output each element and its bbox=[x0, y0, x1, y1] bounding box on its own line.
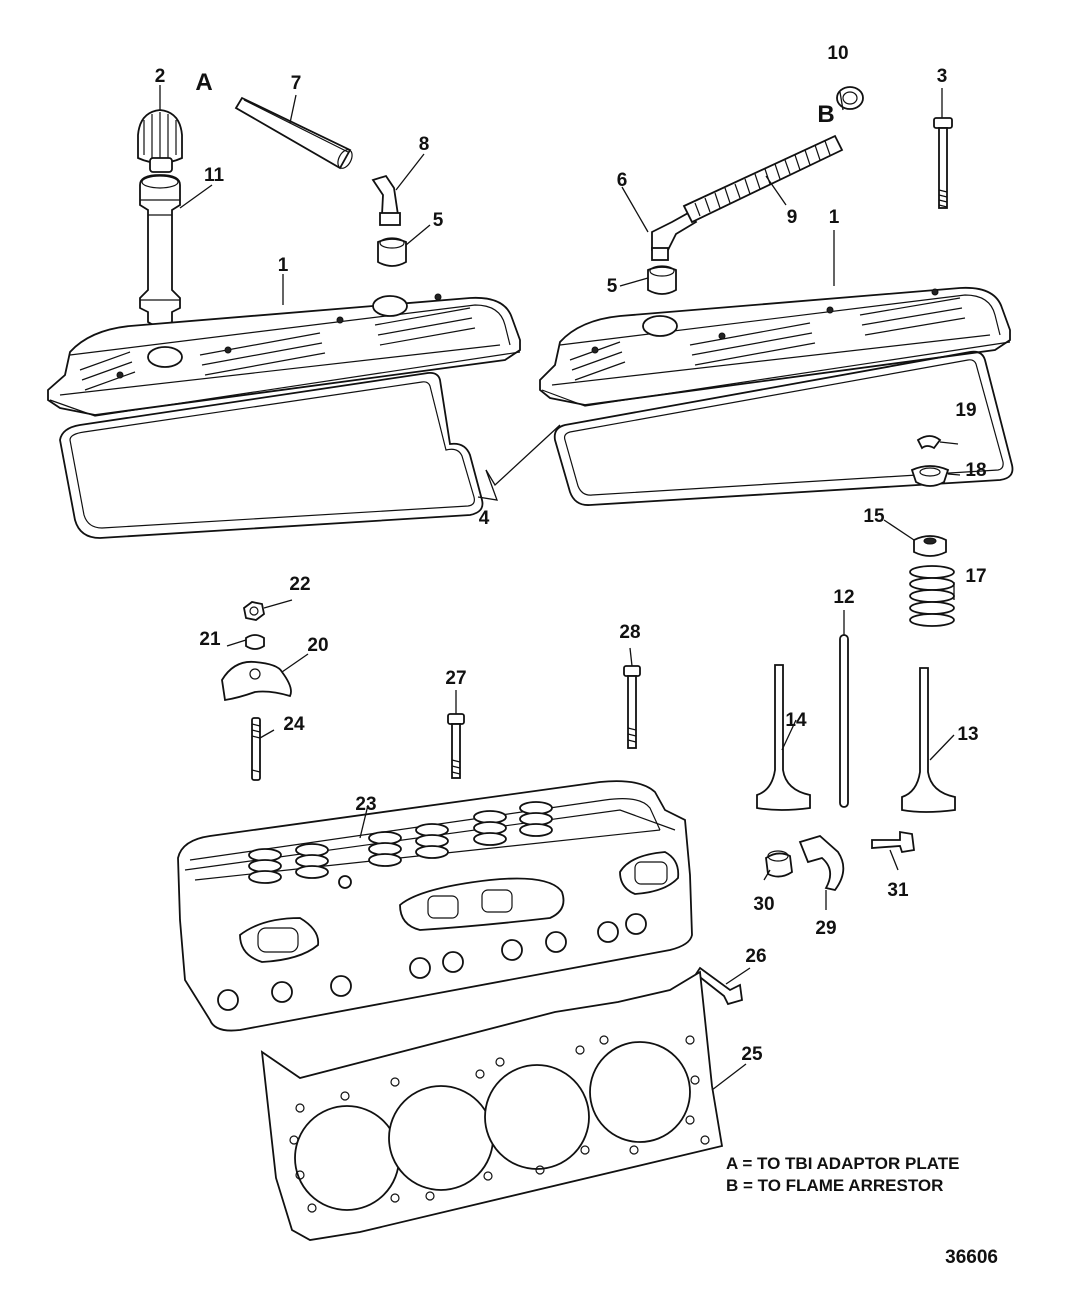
rocker-cover-left bbox=[47, 293, 521, 417]
valve-spring-cap bbox=[910, 465, 950, 487]
callout-27: 27 bbox=[445, 668, 466, 689]
guide-plate-bolt bbox=[871, 830, 916, 854]
head-bolt-short bbox=[447, 713, 465, 779]
callout-7: 7 bbox=[291, 73, 302, 94]
callout-20: 20 bbox=[307, 635, 328, 656]
hose-clamp bbox=[836, 86, 864, 110]
rocker-arm-stud bbox=[251, 717, 261, 781]
callout-30: 30 bbox=[753, 894, 774, 915]
callout-5-left: 5 bbox=[433, 210, 444, 231]
legend-line-b: B = TO FLAME ARRESTOR bbox=[726, 1176, 943, 1195]
callout-1-left: 1 bbox=[278, 255, 289, 276]
oil-seal bbox=[913, 535, 947, 557]
valve-lock bbox=[916, 435, 942, 450]
elbow-fitting bbox=[371, 174, 401, 226]
pushrod bbox=[839, 634, 849, 808]
legend-line-a: A = TO TBI ADAPTOR PLATE bbox=[726, 1154, 959, 1173]
callout-9: 9 bbox=[787, 207, 798, 228]
callout-31: 31 bbox=[887, 880, 909, 901]
corrugated-hose bbox=[682, 134, 844, 224]
rocker-cover-bolt bbox=[933, 117, 953, 209]
callout-25: 25 bbox=[741, 1044, 763, 1065]
callout-19: 19 bbox=[955, 400, 976, 421]
callout-A: A bbox=[195, 69, 212, 96]
callout-11: 11 bbox=[204, 165, 225, 186]
head-valve-springs bbox=[248, 801, 553, 884]
rocker-cover-gasket-right bbox=[553, 350, 1014, 506]
callout-3: 3 bbox=[937, 66, 948, 87]
legend: A = TO TBI ADAPTOR PLATE B = TO FLAME AR… bbox=[726, 1154, 959, 1195]
grommet-right bbox=[647, 265, 677, 295]
callout-23: 23 bbox=[355, 794, 376, 815]
head-gasket-holes bbox=[289, 1035, 710, 1213]
callout-28: 28 bbox=[619, 622, 640, 643]
callout-18: 18 bbox=[965, 460, 986, 481]
head-gasket bbox=[260, 970, 724, 1241]
callout-4: 4 bbox=[479, 508, 490, 529]
callout-8: 8 bbox=[419, 134, 430, 155]
callout-10: 10 bbox=[827, 43, 848, 64]
callout-17: 17 bbox=[965, 566, 986, 587]
leader-lines bbox=[159, 85, 961, 1091]
callout-6: 6 bbox=[617, 170, 628, 191]
callout-B: B bbox=[817, 101, 834, 128]
callout-29: 29 bbox=[815, 918, 836, 939]
grommet-left bbox=[377, 237, 407, 267]
callout-24: 24 bbox=[283, 714, 305, 735]
rocker-arm bbox=[221, 660, 292, 702]
rocker-cover-right bbox=[539, 286, 1011, 407]
head-bolt-long bbox=[623, 665, 641, 749]
figure-number: 36606 bbox=[945, 1247, 998, 1268]
callout-2: 2 bbox=[155, 66, 166, 87]
callout-15: 15 bbox=[863, 506, 885, 527]
cylinder-head bbox=[177, 780, 693, 1032]
callout-22: 22 bbox=[289, 574, 310, 595]
intake-valve bbox=[901, 667, 956, 813]
callout-5-right: 5 bbox=[607, 276, 618, 297]
callout-26: 26 bbox=[745, 946, 766, 967]
pushrod-guide-plate bbox=[798, 834, 845, 892]
callout-12: 12 bbox=[833, 587, 854, 608]
filler-tube bbox=[139, 174, 181, 327]
spacer-sleeve bbox=[765, 850, 793, 878]
callout-13: 13 bbox=[957, 724, 978, 745]
callout-21: 21 bbox=[199, 629, 221, 650]
rocker-arm-nut bbox=[243, 601, 265, 621]
exhaust-valve bbox=[756, 664, 811, 811]
valve-spring bbox=[909, 565, 955, 627]
rocker-pivot-ball bbox=[245, 634, 265, 650]
rocker-cover-gasket-left bbox=[59, 371, 484, 539]
head-bolt-bosses bbox=[217, 913, 647, 1011]
callout-14: 14 bbox=[785, 710, 807, 731]
callout-1-right: 1 bbox=[829, 207, 840, 228]
vent-hose bbox=[234, 96, 353, 170]
pcv-elbow-fitting bbox=[651, 210, 698, 261]
oil-filler-cap bbox=[137, 109, 183, 173]
